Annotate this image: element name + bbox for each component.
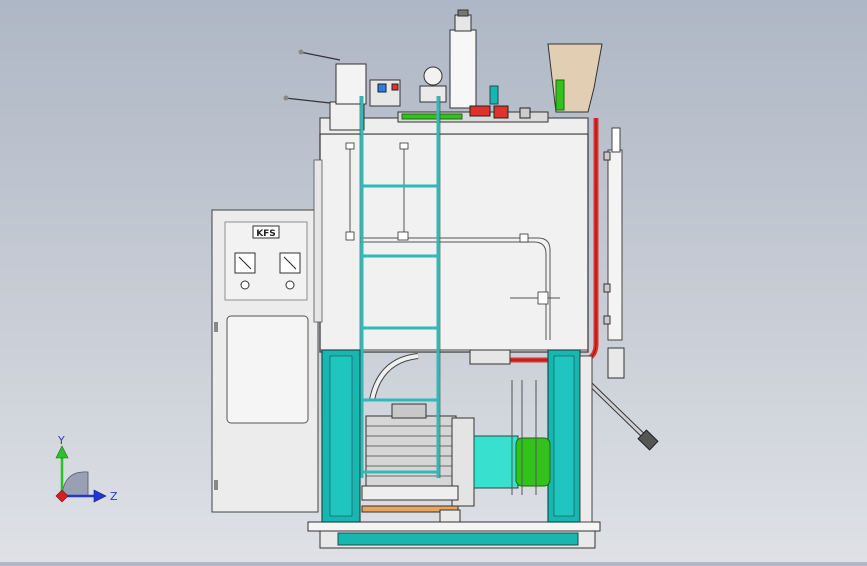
- internal-piping: [349, 145, 560, 340]
- x-axis-arrow: [55, 489, 69, 503]
- chamber-body: [319, 133, 589, 353]
- motor-body: [365, 415, 457, 487]
- panel-brand-label: KFS: [256, 229, 276, 239]
- top-assembly: [283, 9, 603, 135]
- pump-motor-assembly: [361, 349, 551, 523]
- vacuum-pump-green: [515, 437, 551, 487]
- view-orientation-triad[interactable]: Y Z: [40, 430, 130, 520]
- panel-door-window: [226, 315, 309, 424]
- access-ladder: [360, 96, 440, 478]
- y-axis-arrow: [55, 445, 69, 459]
- y-axis-label: Y: [57, 434, 65, 447]
- separator-vessel: [449, 29, 477, 109]
- switch-right: [285, 280, 295, 290]
- z-axis-label: Z: [110, 490, 118, 503]
- base-top-rail: [307, 521, 601, 532]
- triad-base-glyph: [61, 471, 89, 497]
- switch-left: [240, 280, 250, 290]
- control-panel: KFS: [211, 209, 319, 513]
- z-axis-arrow: [93, 489, 107, 503]
- base-plate: [337, 532, 579, 546]
- coupling-housing: [473, 435, 519, 489]
